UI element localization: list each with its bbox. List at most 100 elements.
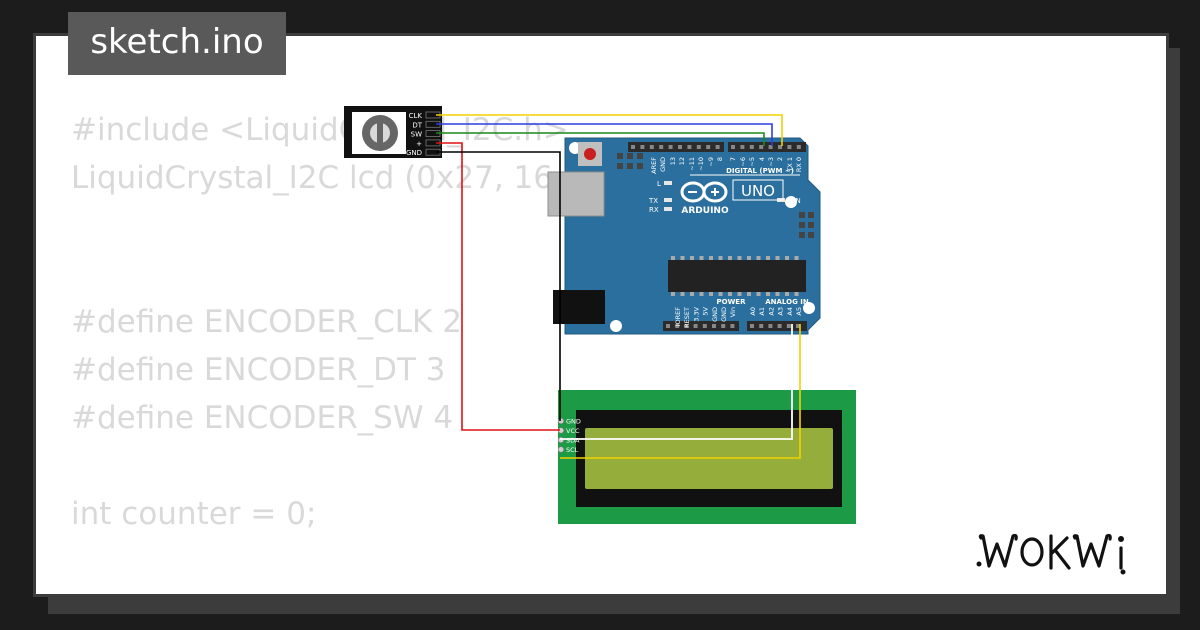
header-hole[interactable]	[702, 324, 707, 328]
header-hole[interactable]	[749, 145, 754, 149]
chip-pin	[775, 256, 780, 260]
chip-pin	[699, 256, 704, 260]
lcd-pin-label: SCL	[566, 446, 579, 454]
header-hole[interactable]	[796, 324, 800, 328]
chip-pin	[747, 292, 751, 296]
analog-pin-label: A1	[758, 307, 766, 316]
header-hole[interactable]	[659, 145, 664, 149]
digital-label: DIGITAL (PWM ~)	[726, 167, 794, 175]
analog-pin-label: A0	[749, 307, 757, 316]
power-pin-label: GND	[720, 307, 728, 322]
header-hole[interactable]	[687, 145, 692, 149]
header-hole[interactable]	[740, 145, 745, 149]
header-holes	[631, 145, 801, 149]
header-hole[interactable]	[706, 145, 711, 149]
header-hole[interactable]	[631, 145, 635, 149]
atmega-chip	[668, 260, 806, 292]
digital-pin-label: ~5	[748, 157, 756, 167]
analog-pin-label: A3	[777, 307, 785, 316]
header-hole[interactable]	[675, 324, 680, 328]
header-hole[interactable]	[696, 145, 701, 149]
header-hole[interactable]	[640, 145, 645, 149]
header-hole[interactable]	[750, 324, 754, 328]
chip-pin	[785, 292, 789, 296]
header-hole[interactable]	[787, 145, 792, 149]
chip-pins	[671, 256, 799, 296]
power-pin-label: RESET	[683, 307, 691, 328]
chip-pin	[737, 292, 742, 296]
digital-pin-label: TX 1	[786, 157, 794, 173]
chip-pin	[709, 292, 713, 296]
header-hole[interactable]	[768, 324, 773, 328]
icsp-header	[617, 153, 643, 169]
digital-pin-label: 2	[776, 157, 784, 161]
reset-button-cap	[584, 148, 596, 160]
header-hole[interactable]	[649, 145, 654, 149]
header-hole[interactable]	[731, 145, 735, 149]
header-hole[interactable]	[678, 145, 682, 149]
power-pin-label: GND	[711, 307, 719, 322]
wire-dt-d3[interactable]	[436, 123, 773, 146]
header-hole[interactable]	[777, 324, 782, 328]
header-hole[interactable]	[759, 324, 764, 328]
on-led-label: ON	[790, 197, 801, 205]
digital-pin-label: 7	[729, 157, 737, 161]
header-hole[interactable]	[684, 324, 689, 328]
wire-scl-a5[interactable]	[560, 324, 801, 459]
encoder-pin-label: +	[416, 140, 422, 148]
header-hole[interactable]	[778, 145, 782, 149]
arduino-brand-label: ARDUINO	[681, 206, 729, 216]
header-hole[interactable]	[730, 324, 735, 328]
code-line: #define ENCODER_CLK 2	[71, 304, 462, 340]
wire-sda-a4[interactable]	[560, 324, 793, 440]
usb-connector	[547, 171, 605, 217]
wire-sw-d4[interactable]	[436, 132, 765, 146]
header-hole[interactable]	[721, 324, 726, 328]
header-hole[interactable]	[786, 324, 791, 328]
header-hole[interactable]	[668, 145, 673, 149]
header-hole[interactable]	[693, 324, 698, 328]
digital-pin-label: ~3	[767, 157, 775, 167]
power-pin-label: IOREF	[674, 307, 682, 327]
chip-pin	[737, 256, 742, 260]
digital-pin-label: ~11	[688, 157, 696, 171]
encoder-pin-label: DT	[412, 121, 422, 129]
lcd-pin[interactable]	[557, 446, 565, 453]
chip-pin	[671, 256, 675, 260]
chip-pin	[728, 256, 732, 260]
uno-model-label: UNO	[741, 182, 775, 200]
digital-pin-label: 4	[758, 157, 766, 161]
header-hole[interactable]	[666, 324, 670, 328]
header-hole[interactable]	[712, 324, 716, 328]
wire-gnd[interactable]	[436, 151, 561, 421]
header-hole[interactable]	[715, 145, 720, 149]
l-led	[664, 181, 672, 185]
digital-pin-label: 8	[716, 157, 724, 161]
lcd-pin[interactable]	[557, 417, 565, 425]
digital-pin-label: 12	[678, 157, 686, 165]
header-hole[interactable]	[768, 145, 773, 149]
wokwi-logo	[976, 533, 1126, 575]
lcd-pin[interactable]	[557, 436, 565, 444]
lcd-pin-label: VCC	[566, 427, 580, 435]
code-line: #define ENCODER_DT 3	[71, 352, 446, 388]
chip-pin	[690, 292, 694, 296]
power-pin-label: 5V	[702, 306, 710, 315]
header-hole[interactable]	[759, 145, 764, 149]
icsp-header-right	[799, 212, 814, 238]
power-header	[663, 321, 739, 331]
chip-pin	[766, 292, 770, 296]
header-hole[interactable]	[796, 145, 801, 149]
wire-vcc[interactable]	[436, 142, 560, 431]
digital-pin-label: RX 0	[795, 157, 803, 172]
power-jack	[553, 290, 605, 324]
digital-pin-label: ~6	[739, 157, 747, 167]
wire-clk-d2[interactable]	[436, 114, 783, 146]
